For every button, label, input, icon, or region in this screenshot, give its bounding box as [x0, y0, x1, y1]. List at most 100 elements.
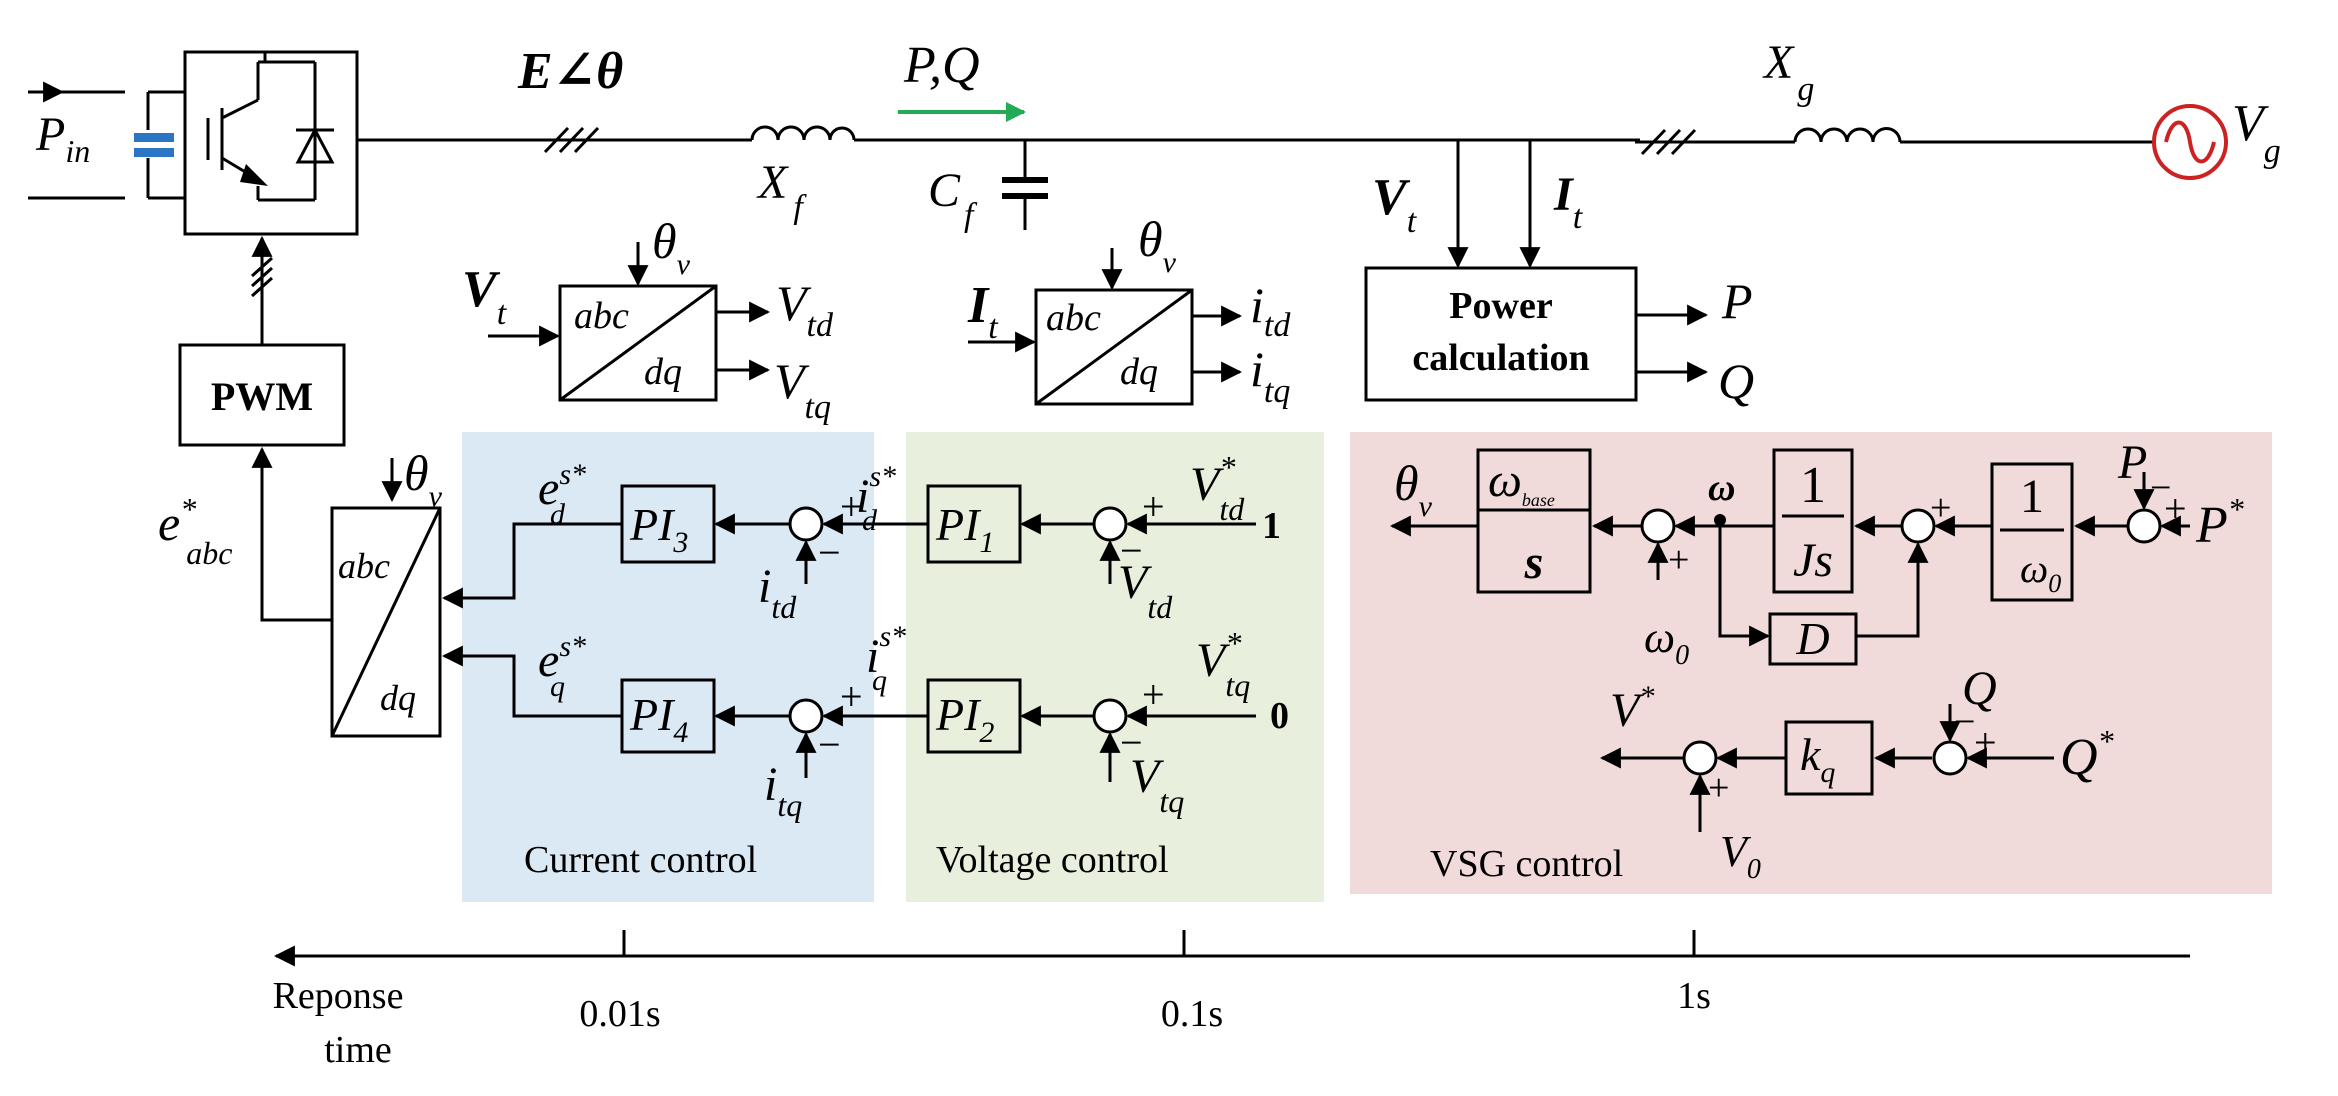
theta-v-label-2: θv: [1138, 211, 1177, 279]
pi3-block: PI3: [620, 484, 716, 564]
p-in-label: Pin: [35, 108, 90, 169]
vsg-control-title: VSG control: [1430, 843, 1623, 885]
grid-source: [2152, 104, 2228, 180]
eabc-ref-label: e*abc: [158, 491, 232, 571]
q-output-label: Q: [1718, 353, 1754, 409]
vtd-output-label: Vtd: [776, 275, 834, 344]
v-ref-label: V*: [1610, 680, 1654, 737]
svg-text:dq: dq: [1120, 351, 1158, 393]
minus-sign: −: [818, 722, 841, 767]
svg-text:abc: abc: [338, 546, 390, 586]
dc-input: Pin: [28, 81, 185, 200]
omega0-label: ω0: [1644, 613, 1689, 671]
plus-sign: +: [2164, 486, 2187, 531]
svg-text:abc: abc: [574, 295, 629, 337]
svg-text:dq: dq: [380, 678, 416, 718]
filter-capacitor-cf: [1002, 140, 1048, 230]
p-feedback-label: P: [2117, 436, 2147, 489]
vt-measure-label: Vt: [1372, 169, 1418, 240]
plus-sign: +: [840, 484, 863, 529]
plus-sign: +: [1974, 720, 1997, 765]
plus-sign: +: [1930, 487, 1951, 529]
plus-sign: +: [1708, 767, 1729, 809]
iq-ref-label: is*q: [866, 620, 906, 697]
filter-inductor-xf: [750, 125, 856, 141]
svg-text:PI1: PI1: [935, 499, 994, 559]
ac-line: [357, 102, 2155, 230]
plus-sign: +: [1142, 672, 1165, 717]
grid-inductor-xg: [1793, 127, 1902, 143]
svg-text:s: s: [1524, 536, 1544, 589]
itq-output-label: itq: [1250, 341, 1290, 410]
three-phase-mark-2: [1640, 128, 1697, 156]
vtd-ref-label: V*td: [1190, 449, 1245, 527]
minus-sign: −: [1954, 701, 1975, 743]
minus-sign: −: [818, 530, 841, 575]
e-angle-theta-label: E∠θ: [517, 43, 623, 100]
pq-flow-label: P,Q: [903, 37, 980, 94]
svg-text:dq: dq: [644, 351, 682, 393]
svg-text:PWM: PWM: [211, 374, 313, 419]
pwm-block: PWM: [178, 343, 346, 447]
power-calculation-block: Power calculation: [1364, 266, 1638, 402]
inverter-switch: [183, 50, 359, 236]
minus-sign: −: [2150, 467, 2171, 509]
svg-text:calculation: calculation: [1412, 337, 1589, 379]
dc-link-capacitor: [134, 133, 174, 157]
svg-text:kq: kq: [1800, 729, 1835, 789]
p-output-label: P: [1721, 273, 1753, 329]
omega-base-block: ωbase s: [1476, 448, 1592, 594]
dq-abc-transform: abc dq: [330, 506, 442, 738]
ed-ref-label: es*d: [538, 458, 586, 531]
vg-label: Vg: [2232, 95, 2281, 170]
tick-label-0.1s: 0.1s: [1161, 993, 1223, 1035]
omega0-gain-block: 1 ω0: [1990, 462, 2074, 602]
plus-sign: +: [1142, 484, 1165, 529]
theta-v-label-1: θv: [652, 213, 691, 281]
q-feedback-label: Q: [1962, 662, 1997, 715]
omega-label: ω: [1708, 467, 1735, 509]
it-measure-label: It: [1553, 168, 1584, 236]
svg-text:PI2: PI2: [935, 689, 994, 749]
vt-abc-dq-transform: abc dq: [558, 284, 718, 402]
vtq-ref-label: V*tq: [1196, 625, 1250, 703]
three-phase-mark-1: [543, 126, 600, 154]
q-ref-label: Q*: [2060, 723, 2114, 786]
itd-output-label: itd: [1250, 277, 1291, 344]
axis-title-line2: time: [324, 1029, 392, 1071]
svg-text:PI4: PI4: [629, 689, 688, 749]
plus-sign: +: [1668, 539, 1689, 581]
eq-ref-label: es*q: [538, 630, 586, 703]
response-time-axis: Reponse time 0.01s 0.1s 1s: [273, 930, 2190, 1071]
vtq-output-label: Vtq: [774, 353, 831, 426]
p-ref-label: P*: [2195, 491, 2244, 554]
theta-v-output-label: θv: [1394, 455, 1433, 523]
svg-text:PI3: PI3: [629, 499, 688, 559]
minus-sign: −: [1120, 528, 1143, 573]
svg-text:ω0: ω0: [2020, 546, 2061, 598]
svg-text:abc: abc: [1046, 297, 1101, 339]
itq-feedback-label: itq: [764, 758, 802, 823]
minus-sign: −: [1120, 720, 1143, 765]
sum-junction-q: [1932, 740, 1968, 776]
damping-block: D: [1768, 612, 1858, 666]
vtq-ref-value: 0: [1270, 695, 1289, 737]
axis-title-line1: Reponse: [273, 975, 404, 1017]
svg-text:1: 1: [1800, 457, 1826, 514]
tick-label-0.01s: 0.01s: [579, 993, 660, 1035]
svg-text:ωbase: ωbase: [1488, 454, 1555, 510]
vtd-feedback-label: Vtd: [1118, 556, 1173, 625]
itd-feedback-label: itd: [758, 560, 797, 625]
v0-label: V0: [1720, 827, 1761, 885]
theta-v-label-3: θv: [404, 445, 443, 513]
current-control-title: Current control: [524, 839, 757, 881]
kq-gain-block: kq: [1784, 720, 1874, 796]
it-input-label: It: [967, 277, 999, 346]
tick-label-1s: 1s: [1677, 975, 1711, 1017]
id-ref-label: is*d: [856, 460, 896, 537]
vtd-ref-value: 1: [1262, 505, 1281, 547]
vtq-feedback-label: Vtq: [1130, 750, 1184, 819]
